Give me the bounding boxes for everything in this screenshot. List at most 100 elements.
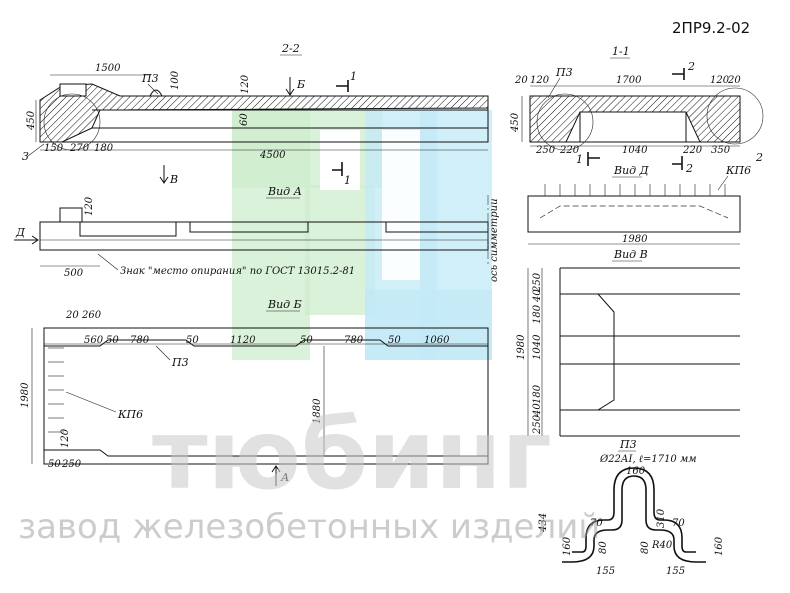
dim-1120: 1120: [230, 335, 256, 346]
dim-250-bottom: 250: [532, 414, 543, 435]
dim-1040: 1040: [532, 334, 543, 360]
dim-1880: 1880: [312, 398, 323, 424]
leader-line: [65, 391, 117, 413]
dim-155-left: 155: [596, 566, 615, 577]
label-cut-2-bottom: 2: [685, 162, 693, 175]
lifting-loop-block: [59, 83, 87, 97]
dim-250: 250: [535, 145, 556, 156]
label-b: Б: [296, 78, 305, 91]
cut-mark-bottom: [672, 156, 683, 170]
p3-rebar-outer: [562, 475, 706, 563]
dim-1500: 1500: [95, 63, 121, 74]
dim-50-c: 50: [300, 335, 313, 346]
dim-155-right: 155: [666, 566, 685, 577]
dim-180-top: 180: [532, 304, 543, 324]
dim-450: 450: [510, 112, 521, 133]
cut-mark-top: [336, 80, 349, 92]
dim-4500: 4500: [259, 150, 286, 161]
label-3: 3: [22, 150, 29, 163]
view-v-title: Вид В: [613, 248, 648, 261]
leader-line: [547, 77, 561, 99]
section-2-2-lines: [62, 96, 489, 143]
p3-spec: Ø22АI, ℓ=1710 мм: [599, 454, 697, 465]
dim-220-left: 220: [559, 145, 580, 156]
leader-line: [147, 83, 159, 95]
dim-780-b: 780: [344, 335, 364, 346]
dim-120: 120: [240, 74, 251, 94]
section-2-2: 2-2 1500 4500 150 270 180 450 100 120 60…: [22, 42, 489, 187]
cut-mark-top: [672, 68, 685, 80]
dim-350: 350: [711, 145, 731, 156]
leader-line: [155, 345, 171, 361]
dim-120-left: 120: [530, 75, 550, 86]
leader-line: [717, 175, 729, 191]
dim-270: 270: [69, 143, 90, 154]
dim-150: 150: [44, 143, 64, 154]
label-cut-1-bottom: 1: [344, 174, 351, 187]
dim-180: 180: [94, 143, 114, 154]
arrow-b: [285, 77, 295, 96]
dim-160-top: 160: [626, 466, 646, 477]
dim-434: 434: [538, 513, 549, 533]
arrow-v: [159, 165, 169, 184]
dim-20-right: 20: [727, 75, 741, 86]
dim-560: 560: [84, 335, 104, 346]
dim-450: 450: [26, 110, 37, 131]
view-v-end-block: [578, 293, 615, 411]
dim-40-top: 40: [532, 289, 543, 303]
section-2-2-title: 2-2: [281, 42, 300, 55]
label-kp6: КП6: [117, 408, 143, 421]
dim-1700: 1700: [616, 75, 642, 86]
label-2: 2: [755, 151, 763, 164]
dim-310: 310: [656, 508, 667, 528]
background-logo: [232, 110, 492, 360]
product-code: 2ПР9.2-02: [672, 19, 750, 37]
view-v-lines: [559, 267, 740, 437]
view-b-top-edge: [44, 339, 488, 347]
dim-120-right: 120: [710, 75, 730, 86]
dim-60: 60: [239, 113, 250, 126]
view-b-title: Вид Б: [267, 298, 302, 311]
view-b-outline: [43, 327, 489, 465]
view-v: Вид В 250 40 180 1040 180 40 250 1980: [516, 248, 740, 437]
arrow-d: [14, 235, 39, 245]
dim-50-b: 50: [186, 335, 199, 346]
section-1-1: 1-1 20 120 1700 120 20 450 250 220 1040 …: [510, 45, 764, 175]
view-d-hidden-line: [539, 205, 729, 219]
dim-260: 260: [81, 310, 102, 321]
detail-circle-right: [706, 87, 764, 145]
view-d: Вид Д 1980 КП6 2: [527, 151, 763, 245]
dim-250-top: 250: [532, 272, 543, 293]
label-cut-1-top: 1: [350, 70, 357, 83]
label-p3: П3: [171, 356, 189, 369]
view-b-bottom-edge: [44, 449, 488, 457]
dim-20-left: 20: [514, 75, 528, 86]
symmetry-axis-label: ось симметрии: [489, 198, 500, 282]
p3-title: П3: [619, 438, 637, 451]
leader-line: [97, 253, 119, 271]
label-kp6: КП6: [725, 164, 751, 177]
dim-r40: R40: [651, 540, 673, 551]
dim-70-right: 70: [672, 518, 685, 529]
dim-1980: 1980: [622, 234, 648, 245]
view-a-title: Вид А: [267, 185, 302, 198]
dim-80-right: 80: [640, 541, 651, 554]
view-a: Вид А ось симметрии 120 500 Д Знак "мест…: [14, 185, 500, 282]
leader-line: [27, 143, 45, 157]
dim-250: 250: [61, 459, 82, 470]
section-1-1-lines: [566, 112, 700, 143]
detail-circle-left: [536, 93, 594, 151]
label-p3: П3: [555, 66, 573, 79]
lifting-loop: [149, 89, 163, 97]
p3-rebar-inner: [572, 467, 696, 553]
section-1-1-title: 1-1: [612, 45, 630, 58]
dim-120: 120: [84, 196, 95, 216]
dim-160-right: 160: [714, 536, 725, 556]
section-1-1-outline: [529, 95, 741, 143]
support-note: Знак "место опирания" по ГОСТ 13015.2-81: [120, 266, 355, 277]
dim-220-right: 220: [682, 145, 703, 156]
cut-mark-1: [587, 152, 600, 166]
label-v: В: [169, 173, 178, 186]
dim-1040: 1040: [622, 145, 648, 156]
